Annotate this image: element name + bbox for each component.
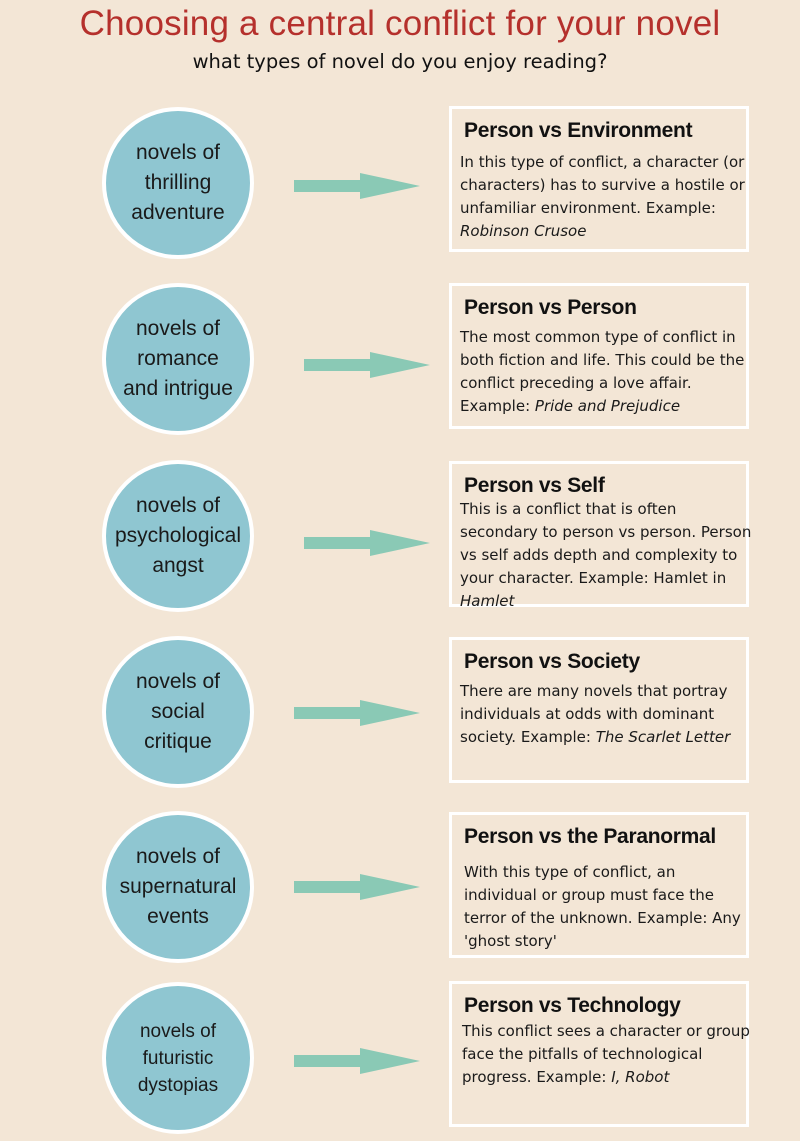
circle-line: novels of — [135, 141, 221, 164]
description-text: This is a conflict that is often seconda… — [460, 500, 752, 587]
conflict-title: Person vs Self — [464, 474, 605, 497]
circle-line: futuristic — [142, 1047, 214, 1069]
example-title: Robinson Crusoe — [460, 222, 587, 240]
conflict-title: Person vs Technology — [464, 994, 681, 1017]
circle-line: social — [151, 700, 205, 723]
conflict-description: In this type of conflict, a character (o… — [460, 151, 754, 243]
example-prefix: Example: — [520, 728, 596, 746]
conflict-description: This conflict sees a character or group … — [462, 1020, 752, 1089]
conflict-box-society: Person vs Society There are many novels … — [449, 637, 749, 783]
description-text: There are many novels that portray indiv… — [460, 682, 728, 746]
example-title: The Scarlet Letter — [595, 728, 731, 746]
circle-psychological-angst: novels of psychological angst — [102, 460, 254, 612]
description-text: In this type of conflict, a character (o… — [460, 153, 745, 217]
example-title: I, Robot — [611, 1068, 670, 1086]
example-prefix: Example: — [645, 199, 716, 217]
circle-romance-intrigue: novels of romance and intrigue — [102, 283, 254, 435]
page-title: Choosing a central conflict for your nov… — [79, 4, 721, 43]
circle-line: adventure — [131, 201, 225, 224]
circle-line: novels of — [135, 317, 221, 340]
arrow-icon — [304, 352, 430, 378]
circle-line: novels of — [135, 670, 221, 693]
circle-line: critique — [144, 730, 212, 753]
example-prefix: Example: — [536, 1068, 612, 1086]
circle-line: psychological — [114, 524, 242, 547]
conflict-description: There are many novels that portray indiv… — [460, 680, 754, 749]
conflict-title: Person vs Person — [464, 296, 637, 319]
circle-futuristic-dystopias: novels of futuristic dystopias — [102, 982, 254, 1134]
circle-line: novels of — [135, 845, 221, 868]
example-prefix: Example: Hamlet in — [578, 569, 727, 587]
conflict-title: Person vs Environment — [464, 119, 693, 142]
conflict-description: With this type of conflict, an individua… — [464, 861, 750, 953]
circle-line: events — [147, 905, 209, 928]
circle-line: romance — [137, 347, 219, 370]
arrow-icon — [294, 700, 420, 726]
description-text: This conflict sees a character or group … — [462, 1022, 750, 1086]
arrow-icon — [294, 1048, 420, 1074]
circle-line: thrilling — [144, 171, 212, 194]
conflict-box-environment: Person vs Environment In this type of co… — [449, 106, 749, 252]
arrow-icon — [294, 173, 420, 199]
conflict-box-technology: Person vs Technology This conflict sees … — [449, 981, 752, 1127]
arrow-icon — [294, 874, 420, 900]
circle-line: angst — [152, 554, 204, 577]
conflict-description: The most common type of conflict in both… — [460, 326, 754, 418]
circle-social-critique: novels of social critique — [102, 636, 254, 788]
circle-line: novels of — [135, 494, 221, 517]
page-subtitle: what types of novel do you enjoy reading… — [192, 50, 608, 73]
example-prefix: Example: — [460, 397, 535, 415]
circle-line: supernatural — [119, 875, 237, 898]
circle-line: novels of — [139, 1020, 217, 1042]
conflict-box-person: Person vs Person The most common type of… — [449, 283, 749, 429]
circle-supernatural-events: novels of supernatural events — [102, 811, 254, 963]
conflict-box-paranormal: Person vs the Paranormal With this type … — [449, 812, 749, 958]
example-title: Hamlet — [460, 592, 515, 610]
example-title: Pride and Prejudice — [534, 397, 681, 415]
arrow-icon — [304, 530, 430, 556]
conflict-title: Person vs the Paranormal — [464, 825, 716, 848]
conflict-title: Person vs Society — [464, 650, 640, 673]
circle-line: and intrigue — [123, 377, 233, 400]
description-text: With this type of conflict, an individua… — [464, 863, 741, 950]
description-text: The most common type of conflict in both… — [460, 328, 745, 392]
circle-thrilling-adventure: novels of thrilling adventure — [102, 107, 254, 259]
conflict-box-self: Person vs Self This is a conflict that i… — [449, 461, 751, 610]
conflict-description: This is a conflict that is often seconda… — [460, 498, 754, 613]
circle-line: dystopias — [137, 1074, 219, 1096]
